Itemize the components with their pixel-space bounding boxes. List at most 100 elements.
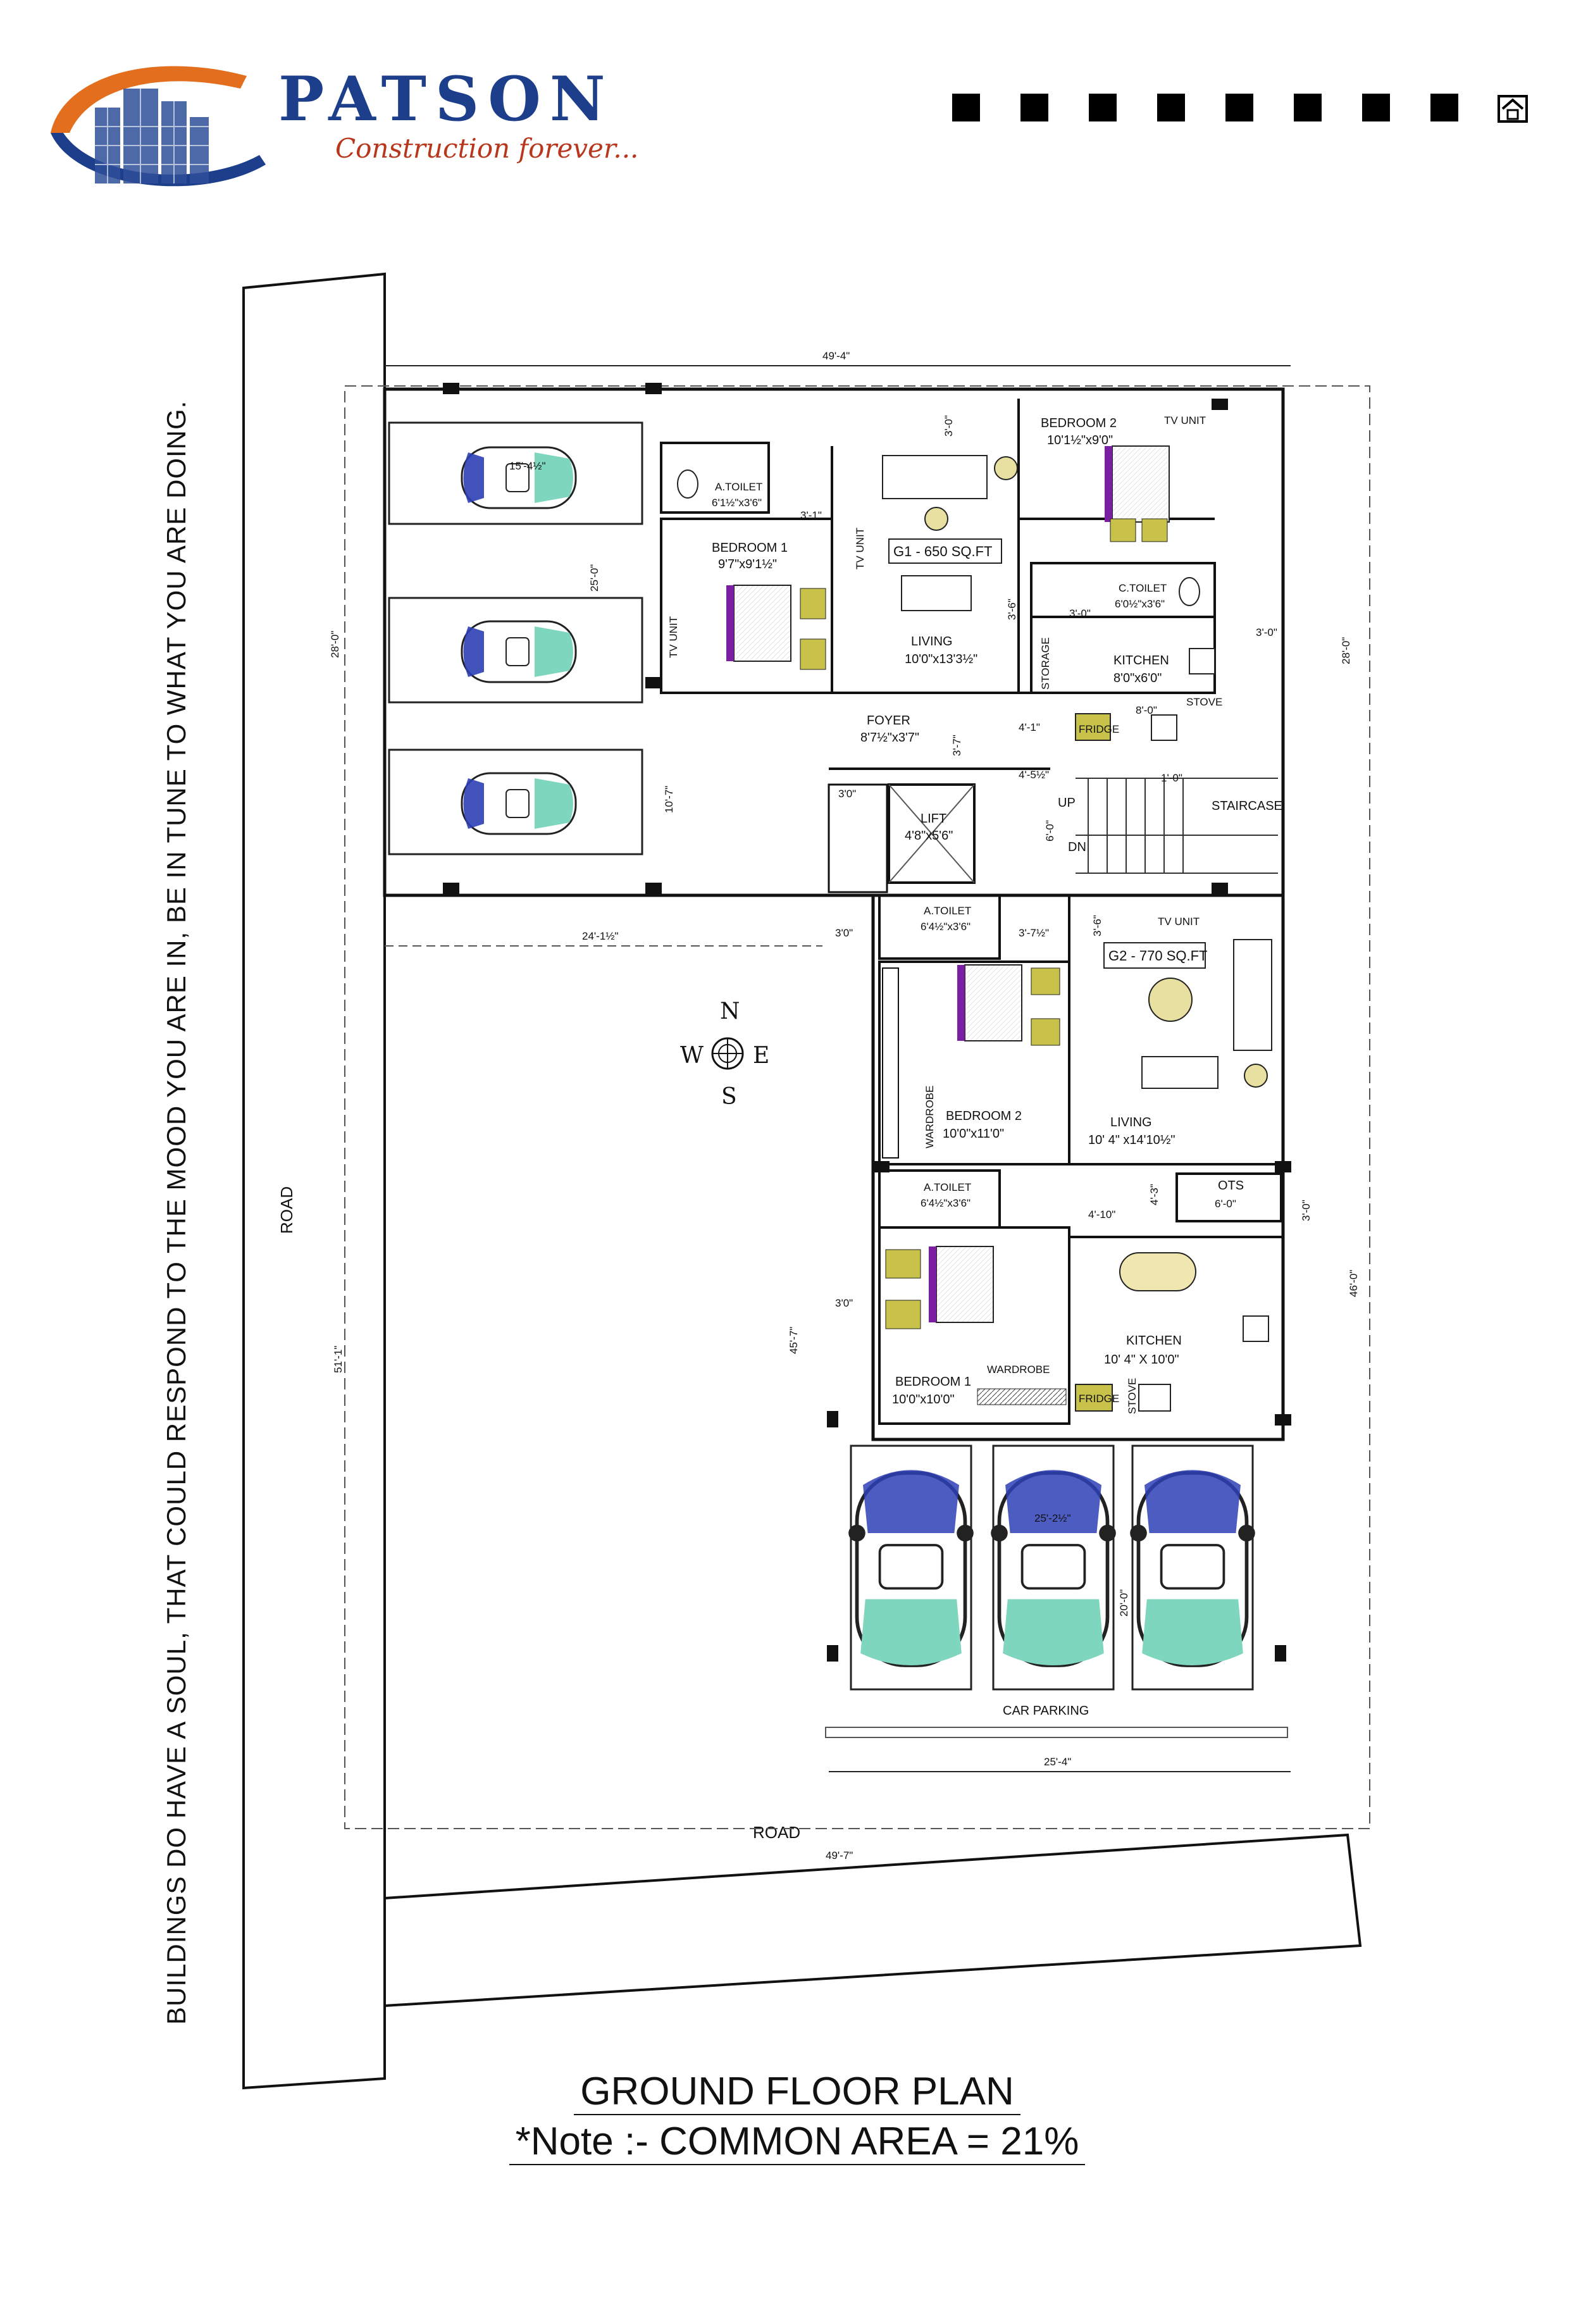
dim: 6'-0" — [1044, 820, 1056, 842]
storage-label: STORAGE — [1039, 637, 1051, 690]
compass-w: W — [680, 1043, 704, 1069]
brand-name: PATSON — [278, 63, 614, 135]
stove-label: STOVE — [1186, 696, 1222, 708]
unit-g2: A.TOILET 6'4½"x3'6" BEDROOM 2 10'0"x11'0… — [835, 894, 1360, 1426]
site-boundary — [344, 385, 1370, 1829]
wardrobe-icon — [977, 1388, 1067, 1405]
header-square — [952, 94, 980, 121]
bed-icon — [957, 964, 1022, 1041]
home-outline-icon — [1498, 95, 1528, 123]
dining-table-icon — [1119, 1252, 1196, 1291]
dim: 28'-0" — [1340, 637, 1352, 664]
note-prefix: *Note :- COMMON AREA = — [515, 2120, 1001, 2163]
compass-n: N — [720, 998, 740, 1024]
stair-up-label: UP — [1058, 796, 1076, 810]
dim: 49'-7" — [826, 1849, 853, 1861]
left-road: ROAD — [242, 272, 386, 2090]
logo-emblem — [51, 66, 266, 187]
sofa-icon — [1233, 939, 1272, 1051]
car-icon — [1130, 1470, 1255, 1665]
header-square — [1157, 94, 1185, 121]
dim-park-len: 15'-4½" — [509, 460, 545, 472]
header-square — [1020, 94, 1048, 121]
dim-open-w: 24'-1½" — [582, 930, 618, 942]
room-size: 6'4½"x3'6" — [921, 1197, 971, 1209]
sink-icon — [1151, 714, 1177, 741]
road-label-bottom: ROAD — [753, 1823, 800, 1842]
wardrobe-label: WARDROBE — [987, 1364, 1050, 1376]
lift-staircase: LIFT 4'8"x5'6" 3'0" STAIRCASE UP DN 1'-0… — [838, 772, 1282, 884]
unit-g2-label: G2 - 770 SQ.FT — [1108, 948, 1208, 964]
dim: 3'-6" — [1091, 915, 1103, 936]
open-area: 24'-1½" 51'-1" 45'-7" N S E W — [332, 930, 822, 1373]
room-name: BEDROOM 1 — [712, 541, 788, 555]
room-name: A.TOILET — [924, 905, 971, 917]
dim: 4'-5½" — [1019, 769, 1049, 781]
bed-icon — [726, 585, 791, 662]
room-name: LIVING — [1110, 1115, 1152, 1129]
common-area-note: *Note :- COMMON AREA = 21% — [509, 2119, 1086, 2165]
dim: 8'-0" — [1136, 704, 1157, 716]
dim-left-depth: 28'-0" — [329, 631, 341, 658]
header-square — [1089, 94, 1117, 121]
car-icon — [461, 620, 577, 683]
car-icon — [991, 1470, 1116, 1665]
ots-size: 6'-0" — [1215, 1198, 1236, 1210]
dim: 1'-0" — [1161, 772, 1182, 784]
sofa-icon — [901, 575, 972, 611]
dim: 3'0" — [838, 788, 856, 800]
header-square — [1225, 94, 1253, 121]
room-size: 10'1½"x9'0" — [1047, 433, 1113, 447]
car-icon — [461, 772, 577, 835]
stove-label: STOVE — [1126, 1378, 1138, 1414]
stove-icon — [1138, 1384, 1171, 1412]
stair-down-label: DN — [1068, 840, 1086, 854]
room-size: 8'7½"x3'7" — [860, 731, 919, 745]
dim: 3'-1" — [800, 509, 822, 521]
dim: 4'-3" — [1148, 1184, 1160, 1205]
stove-icon — [1189, 648, 1215, 674]
parking-left: 15'-4½" 25'-0" 10'-7" 28'-0" — [329, 383, 675, 894]
header-square — [1294, 94, 1322, 121]
sink-icon — [1243, 1315, 1269, 1342]
room-name: LIVING — [911, 635, 953, 649]
dim: 25'-4" — [1044, 1756, 1071, 1768]
note-value: 21% — [1000, 2120, 1079, 2163]
fridge-label: FRIDGE — [1079, 723, 1119, 735]
room-name: KITCHEN — [1113, 654, 1169, 668]
header-square — [1430, 94, 1458, 121]
unit-label-box — [1103, 942, 1206, 969]
wardrobe-icon — [882, 967, 899, 1159]
car-icon — [848, 1470, 974, 1665]
lift-label: LIFT — [921, 812, 946, 826]
tv-unit-label: TV UNIT — [854, 528, 866, 569]
room-name: KITCHEN — [1126, 1334, 1182, 1348]
wardrobe-label: WARDROBE — [924, 1086, 936, 1149]
parking-bottom: 25'-2½" 20'-0" CAR PARKING 25'-4" 49'-7" — [825, 1411, 1291, 1861]
room-size: 10' 4" x14'10½" — [1088, 1133, 1175, 1147]
compass-s: S — [721, 1084, 737, 1110]
company-logo: PATSON Construction forever... — [38, 38, 645, 202]
quote-text: BUILDINGS DO HAVE A SOUL, THAT COULD RES… — [161, 401, 191, 2025]
dim: 20'-0" — [1118, 1589, 1130, 1617]
unit-g1: BEDROOM 2 10'1½"x9'0" TV UNIT A.TOILET 6… — [660, 399, 1352, 894]
room-size: 6'4½"x3'6" — [921, 921, 971, 933]
dim: 3'-7" — [951, 735, 963, 756]
room-name: A.TOILET — [924, 1181, 971, 1193]
room-size: 8'0"x6'0" — [1113, 671, 1162, 685]
tv-unit-label: TV UNIT — [1164, 414, 1206, 426]
plan-caption: GROUND FLOOR PLAN *Note :- COMMON AREA =… — [493, 2069, 1101, 2165]
room-name: BEDROOM 2 — [1041, 416, 1117, 430]
room-name: C.TOILET — [1119, 582, 1167, 594]
dim: 3'0" — [835, 1297, 853, 1309]
dim: 4'-1" — [1019, 721, 1040, 733]
dim-site-depth: 51'-1" — [332, 1346, 344, 1373]
dim: 3'0" — [835, 927, 853, 939]
dim: 3'-0" — [1256, 626, 1277, 638]
tv-unit-label: TV UNIT — [1158, 916, 1200, 928]
top-dimension: 49'-4" — [385, 350, 1291, 366]
room-name: A.TOILET — [715, 481, 762, 493]
bed-icon — [1104, 445, 1170, 523]
room-size: 6'0½"x3'6" — [1115, 598, 1165, 610]
